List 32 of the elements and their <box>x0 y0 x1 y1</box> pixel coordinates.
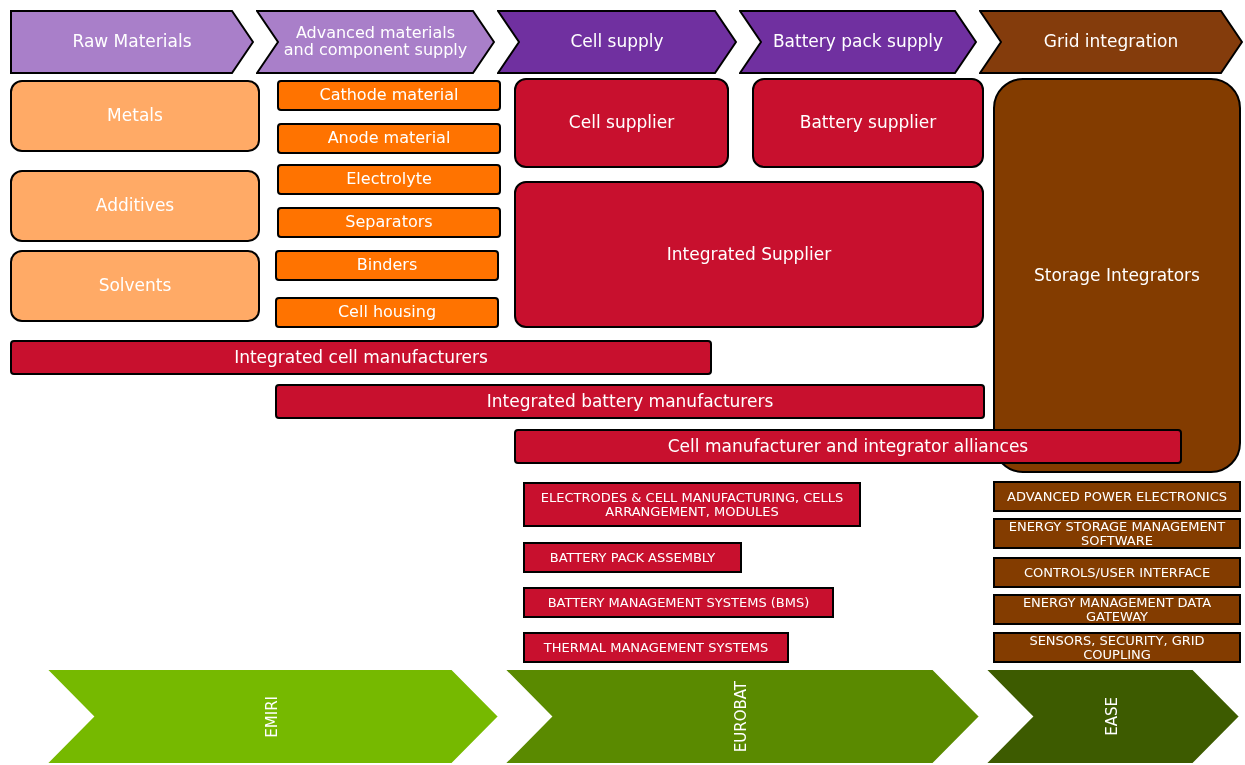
association-banner: EASE <box>984 668 1241 765</box>
category-box: Cell supplier <box>514 78 729 168</box>
category-box: Additives <box>10 170 260 242</box>
stage-header: Grid integration <box>979 10 1243 74</box>
category-box: Integrated Supplier <box>514 181 984 328</box>
category-bar: Integrated cell manufacturers <box>10 340 712 375</box>
category-box: Metals <box>10 80 260 152</box>
association-banner: EUROBAT <box>503 668 981 765</box>
category-box: Binders <box>275 250 499 281</box>
component-box: ENERGY STORAGE MANAGEMENT SOFTWARE <box>993 518 1241 549</box>
association-banner: EMIRI <box>45 668 500 765</box>
component-box: CONTROLS/USER INTERFACE <box>993 557 1241 588</box>
stage-header: Cell supply <box>497 10 737 74</box>
category-box: Cathode material <box>277 80 501 111</box>
component-box: ADVANCED POWER ELECTRONICS <box>993 481 1241 512</box>
component-box: BATTERY PACK ASSEMBLY <box>523 542 742 573</box>
stage-header: Advanced materials and component supply <box>256 10 495 74</box>
category-bar: Cell manufacturer and integrator alliances <box>514 429 1182 464</box>
component-box: ENERGY MANAGEMENT DATA GATEWAY <box>993 594 1241 625</box>
category-box: Electrolyte <box>277 164 501 195</box>
component-box: THERMAL MANAGEMENT SYSTEMS <box>523 632 789 663</box>
category-box: Battery supplier <box>752 78 984 168</box>
component-box: ELECTRODES & CELL MANUFACTURING, CELLS ARRANGEMENT, MODULES <box>523 482 861 527</box>
category-box: Anode material <box>277 123 501 154</box>
category-box: Cell housing <box>275 297 499 328</box>
component-box: BATTERY MANAGEMENT SYSTEMS (BMS) <box>523 587 834 618</box>
component-box: SENSORS, SECURITY, GRID COUPLING <box>993 632 1241 663</box>
category-box: Separators <box>277 207 501 238</box>
category-box: Solvents <box>10 250 260 322</box>
stage-header: Raw Materials <box>10 10 254 74</box>
category-bar: Integrated battery manufacturers <box>275 384 985 419</box>
stage-header: Battery pack supply <box>739 10 977 74</box>
